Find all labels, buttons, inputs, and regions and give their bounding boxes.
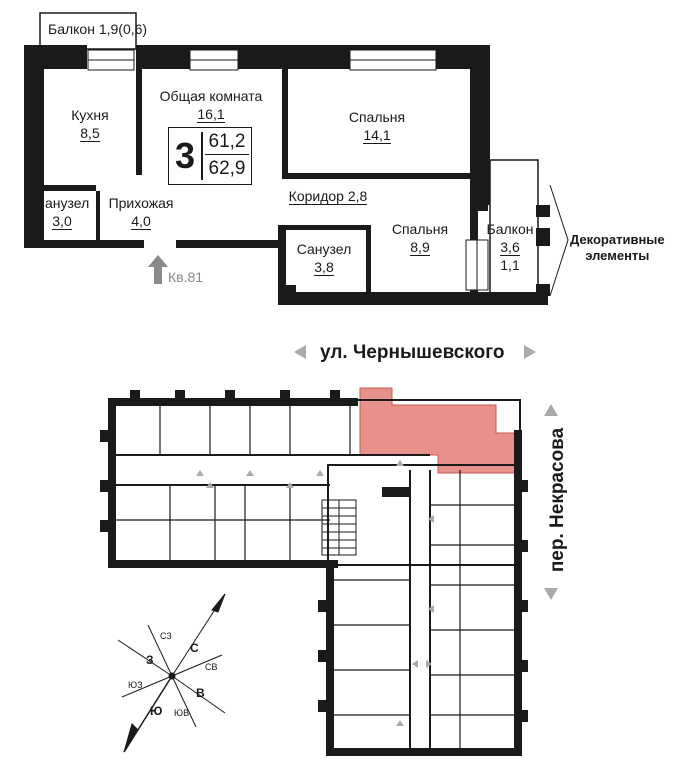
balcony-top-label: Балкон 1,9(0,6) xyxy=(48,21,148,37)
compass-label-ne: СВ xyxy=(205,662,218,672)
compass-label-se: ЮВ xyxy=(174,708,190,718)
apartment-area-badge: 3 61,2 62,9 xyxy=(168,127,252,185)
decor-elements-label: Декоративные элементы xyxy=(570,232,665,264)
room-area: 3,0 xyxy=(52,213,72,230)
compass-label-nw: СЗ xyxy=(160,631,172,641)
room-bathroom-1: Санузел 3,0 xyxy=(28,194,96,230)
room-name: Санузел xyxy=(296,241,352,257)
compass-rose xyxy=(117,593,226,753)
building-plan xyxy=(100,387,528,756)
room-balcony-right: Балкон 3,6 1,1 xyxy=(482,220,538,274)
area-total: 62,9 xyxy=(208,158,246,179)
room-area: 3,8 xyxy=(314,259,334,276)
compass-label-n: С xyxy=(190,641,199,655)
room-bedroom-1: Спальня 14,1 xyxy=(335,108,419,144)
street-top-label: ул. Чернышевского xyxy=(320,342,505,363)
room-name: Кухня xyxy=(71,107,109,123)
room-count: 3 xyxy=(174,135,196,176)
area-living: 61,2 xyxy=(205,131,249,155)
street-side-label: пер. Некрасова xyxy=(547,427,568,573)
room-bedroom-2: Спальня 8,9 xyxy=(380,220,460,256)
room-name: Общая комната xyxy=(159,88,263,104)
compass-label-w: З xyxy=(146,653,154,667)
room-area: 8,5 xyxy=(80,125,100,142)
room-area: 16,1 xyxy=(197,106,225,123)
room-area: 3,6 xyxy=(500,239,520,256)
room-area: 4,0 xyxy=(131,213,151,230)
room-kitchen: Кухня 8,5 xyxy=(60,106,120,142)
room-name: Спальня xyxy=(391,221,449,237)
room-area-secondary: 1,1 xyxy=(500,257,520,273)
room-corridor: Коридор 2,8 xyxy=(283,187,373,205)
compass-label-sw: ЮЗ xyxy=(128,680,143,690)
room-name: Прихожая xyxy=(108,195,174,211)
decor-line-2: элементы xyxy=(585,248,650,263)
room-bathroom-2: Санузел 3,8 xyxy=(288,240,360,276)
room-name: Спальня xyxy=(348,109,406,125)
compass-label-s: Ю xyxy=(150,704,163,718)
decor-line-1: Декоративные xyxy=(570,232,665,247)
room-area: 8,9 xyxy=(410,239,430,256)
room-hallway: Прихожая 4,0 xyxy=(100,194,182,230)
entrance-label: Кв.81 xyxy=(168,269,204,285)
room-name: Коридор 2,8 xyxy=(288,188,368,205)
room-name: Балкон xyxy=(486,221,534,237)
room-name: Санузел xyxy=(34,195,90,211)
compass-label-e: В xyxy=(196,686,205,700)
room-area: 14,1 xyxy=(363,127,391,144)
room-living: Общая комната 16,1 xyxy=(150,87,272,123)
